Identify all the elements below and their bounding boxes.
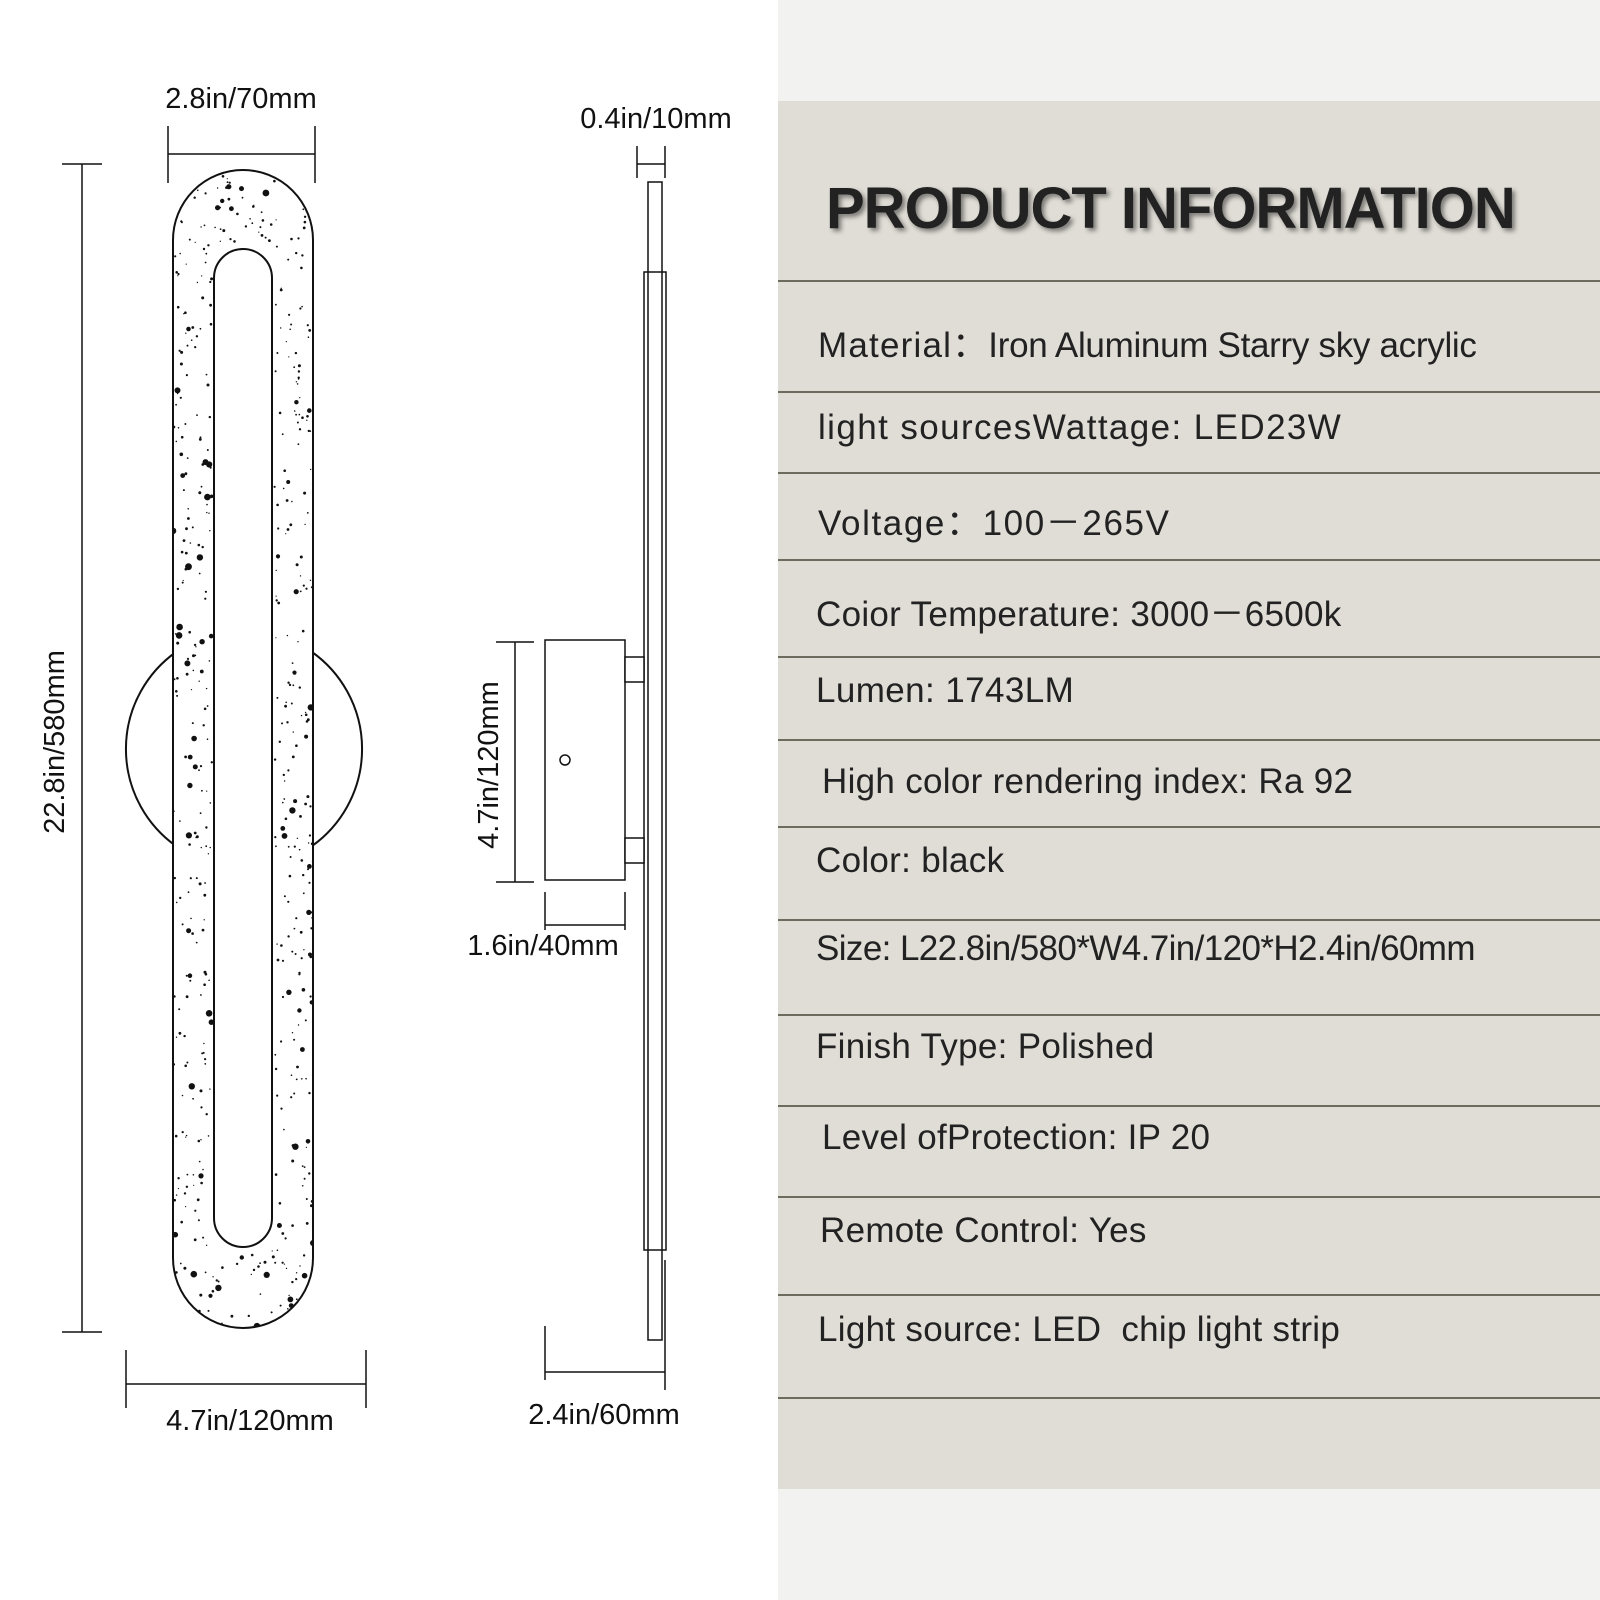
front-width-label: 2.8in/70mm — [165, 83, 317, 115]
divider-line — [778, 1105, 1600, 1107]
spec-row-size: Size: L22.8in/580*W4.7in/120*H2.4in/60mm — [816, 929, 1476, 969]
spec-row-light-source: Light source: LED chip light strip — [818, 1310, 1340, 1350]
product-information-card: PRODUCT INFORMATION Material：Iron Alumin… — [778, 101, 1600, 1489]
box-depth-label: 1.6in/40mm — [467, 930, 619, 962]
spec-row-protection: Level ofProtection: IP 20 — [822, 1118, 1210, 1158]
divider-line — [778, 280, 1600, 282]
front-height-label: 22.8in/580mm — [39, 650, 71, 834]
spec-label: Lumen: — [816, 671, 946, 710]
divider-line — [778, 391, 1600, 393]
spec-label: Coior Temperature: — [816, 595, 1131, 634]
diagram-panel: 2.8in/70mm 22.8in/580mm 4.7in/120mm — [0, 0, 778, 1600]
spec-value: Polished — [1017, 1027, 1155, 1066]
starry-acrylic-texture — [173, 170, 313, 1328]
spec-label: Material： — [818, 326, 989, 365]
spec-label: Voltage： — [818, 504, 983, 543]
base-width-dimension — [125, 1350, 367, 1408]
divider-line — [778, 1294, 1600, 1296]
spec-row-cri: High color rendering index: Ra 92 — [822, 762, 1353, 802]
spec-label: light sources — [818, 408, 1033, 447]
divider-line — [778, 1397, 1600, 1399]
front-view — [125, 169, 363, 1329]
spec-label: High color rendering index: — [822, 762, 1259, 801]
spec-label: Size: — [816, 929, 900, 968]
spec-value: Protection: IP 20 — [947, 1118, 1211, 1157]
total-depth-dimension — [544, 1260, 666, 1390]
spec-row-finish: Finish Type: Polished — [816, 1027, 1154, 1067]
mount-screw — [559, 754, 571, 766]
spec-value: Ra 92 — [1258, 762, 1354, 801]
spec-value: L22.8in/580*W4.7in/120*H2.4in/60mm — [899, 929, 1476, 968]
spec-label: Light source: — [818, 1310, 1033, 1349]
side-thickness-label: 0.4in/10mm — [580, 103, 732, 135]
spec-value: Yes — [1088, 1211, 1147, 1250]
spec-row-color: Color: black — [816, 841, 1004, 881]
spec-value: Wattage: LED23W — [1032, 408, 1343, 447]
spec-row-remote: Remote Control: Yes — [820, 1211, 1147, 1251]
spec-row-lumen: Lumen: 1743LM — [816, 671, 1074, 711]
spec-value: black — [921, 841, 1005, 880]
box-depth-dimension — [544, 892, 626, 930]
total-depth-label: 2.4in/60mm — [528, 1399, 680, 1431]
product-dimension-drawing: 2.8in/70mm 22.8in/580mm 4.7in/120mm — [39, 83, 732, 1437]
divider-line — [778, 559, 1600, 561]
divider-line — [778, 656, 1600, 658]
spec-value: LED chip light strip — [1032, 1310, 1341, 1349]
side-frame — [643, 271, 667, 1251]
info-title: PRODUCT INFORMATION — [826, 176, 1516, 241]
box-height-dimension — [496, 641, 534, 883]
spec-row-voltage: Voltage：100－265V — [818, 495, 1171, 546]
spec-value: 3000－6500k — [1130, 595, 1342, 634]
side-acrylic-panel — [647, 181, 663, 1341]
bracket-top — [624, 656, 645, 683]
divider-line — [778, 919, 1600, 921]
bracket-bottom — [624, 837, 645, 864]
info-panel: PRODUCT INFORMATION Material：Iron Alumin… — [778, 0, 1600, 1600]
spec-label: Level of — [822, 1118, 947, 1157]
spec-label: Remote Control: — [820, 1211, 1089, 1250]
base-width-label: 4.7in/120mm — [166, 1405, 334, 1437]
spec-value: Iron Aluminum Starry sky acrylic — [988, 326, 1477, 365]
lamp-light-slot — [213, 248, 273, 1248]
spec-value: 100－265V — [982, 504, 1171, 543]
box-height-label: 4.7in/120mm — [473, 681, 505, 849]
divider-line — [778, 826, 1600, 828]
divider-line — [778, 1014, 1600, 1016]
wall-disc-left — [125, 651, 177, 847]
wall-disc-right — [311, 651, 363, 847]
side-view — [544, 181, 667, 1341]
spec-row-wattage: light sourcesWattage: LED23W — [818, 408, 1342, 448]
front-height-dimension — [62, 163, 102, 1333]
divider-line — [778, 472, 1600, 474]
spec-value: 1743LM — [945, 671, 1075, 710]
spec-label: Finish Type: — [816, 1027, 1018, 1066]
front-width-dimension — [167, 126, 316, 183]
mount-box — [544, 639, 626, 881]
spec-row-material: Material：Iron Aluminum Starry sky acryli… — [818, 317, 1477, 368]
divider-line — [778, 1196, 1600, 1198]
spec-label: Color: — [816, 841, 922, 880]
spec-row-color-temperature: Coior Temperature: 3000－6500k — [816, 586, 1342, 637]
divider-line — [778, 739, 1600, 741]
side-thickness-dimension — [636, 146, 666, 178]
